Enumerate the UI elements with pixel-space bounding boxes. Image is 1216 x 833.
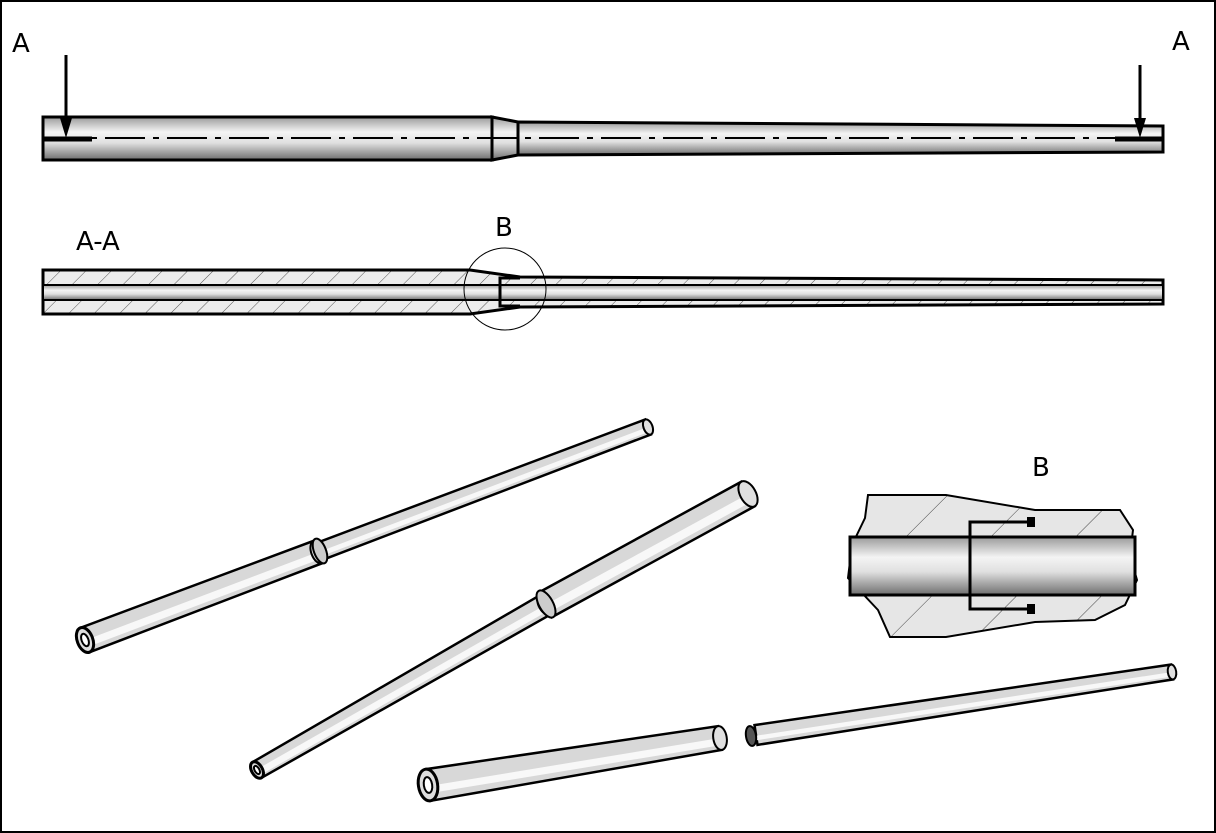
rod-3-spigot-piece-highlight [756, 672, 1173, 741]
seal-ring-top [1027, 517, 1035, 527]
joint-socket [498, 276, 520, 308]
detail-callout-label: B [495, 213, 513, 243]
rod-2-thick-end [737, 480, 759, 508]
section-bore [42, 284, 1164, 301]
detail-socket [968, 520, 1035, 611]
arrow-left-head-icon [60, 118, 72, 138]
rod-1-thick-bore [80, 632, 90, 648]
side-view: A A [12, 27, 1190, 162]
detail-bore [848, 535, 1137, 597]
rod-1-thin-end [641, 418, 655, 436]
rod-3-socket-piece-end [712, 725, 728, 751]
rod-1-thin-highlight [318, 427, 650, 557]
detail-view: B [846, 453, 1139, 638]
rod-2-thin-bore [252, 764, 262, 776]
rod-2-collar [535, 589, 557, 619]
section-view: A-A B [41, 213, 1165, 331]
seal-ring-bottom [1027, 604, 1035, 614]
rod-3-socket-piece-highlight [428, 738, 722, 794]
rod-1-collar [311, 537, 329, 565]
rod-3-seal [744, 725, 758, 747]
rod-2-thick-highlight [545, 494, 753, 613]
section-label-left: A [12, 29, 30, 59]
detail-circle [463, 247, 547, 331]
detail-title: B [1032, 453, 1050, 483]
rod-2-thin-highlight [256, 604, 549, 776]
rod-1-thick-highlight [85, 552, 321, 648]
isometric-rods [74, 417, 1178, 803]
arrow-right-head-icon [1134, 118, 1146, 138]
section-label-right: A [1172, 27, 1190, 57]
section-title: A-A [76, 227, 120, 257]
rod-3-socket-piece-bore [422, 776, 434, 794]
rod-3-spigot-piece-end [1166, 663, 1178, 681]
